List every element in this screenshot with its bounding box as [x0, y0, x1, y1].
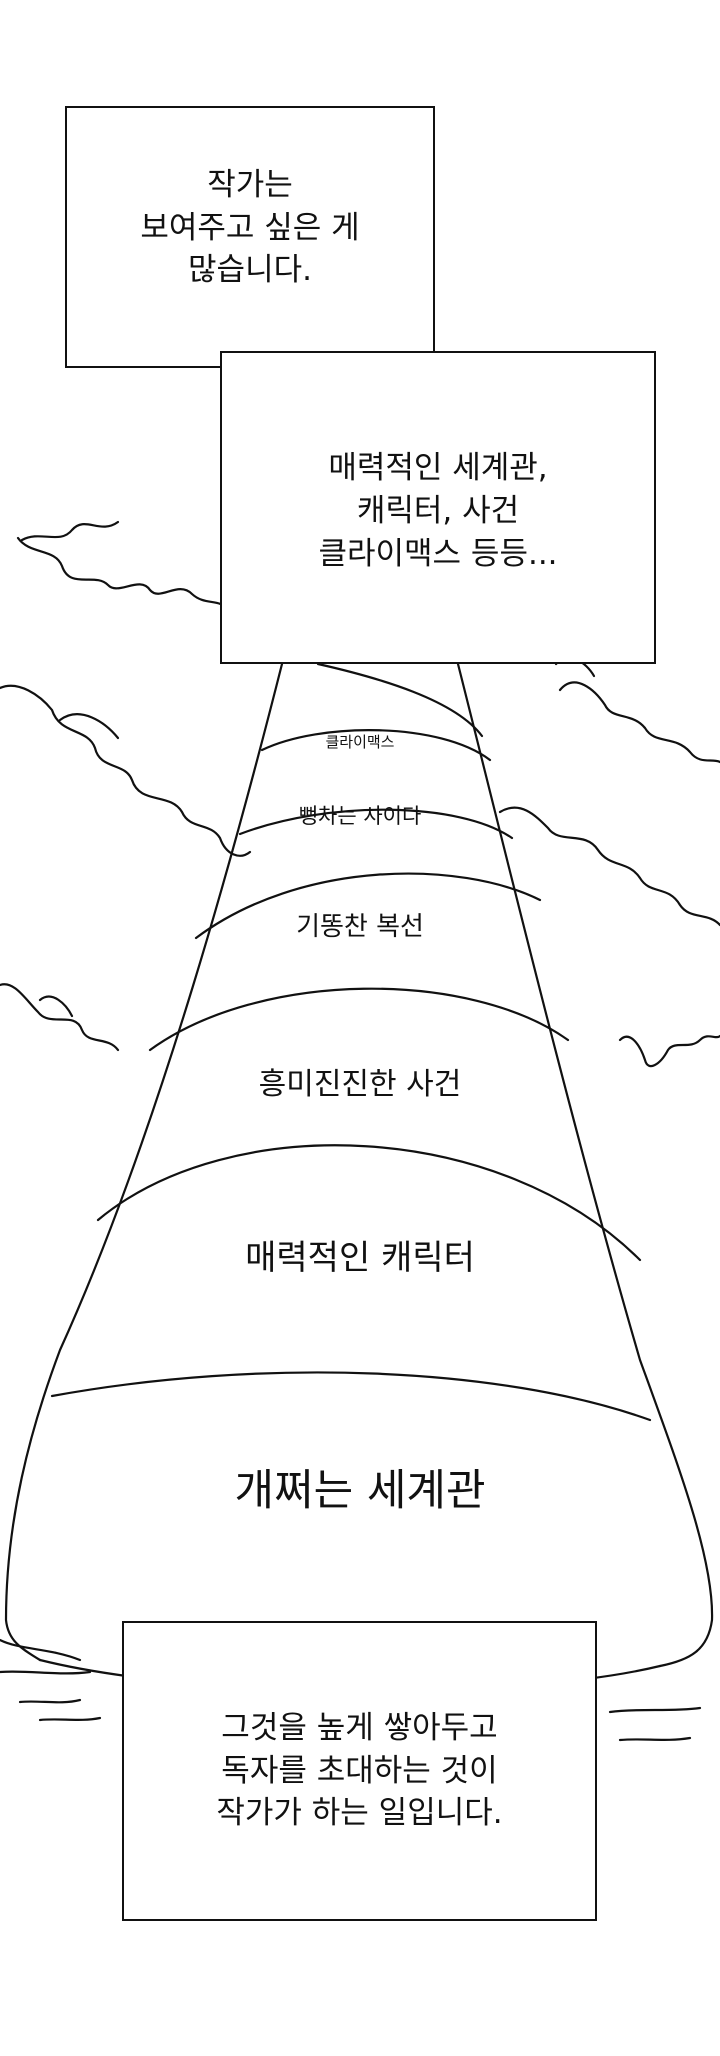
- cloud-right-lower: [618, 1034, 720, 1068]
- tower-left-edge: [4, 662, 284, 1662]
- tier-divider-6: [96, 1144, 642, 1262]
- caption-line: 캐릭터, 사건: [356, 493, 520, 530]
- caption-line: 독자를 초대하는 것이: [221, 1752, 498, 1789]
- tower-right-edge: [456, 662, 714, 1668]
- caption-line: 보여주고 싶은 게: [140, 209, 360, 246]
- cloud-right-upper: [558, 681, 720, 764]
- ground-stroke-left-3: [18, 1698, 82, 1704]
- cloud-left-mid-2: [58, 713, 120, 740]
- caption-line: 매력적인 세계관,: [328, 450, 548, 487]
- caption-line: 클라이맥스 등등...: [318, 535, 558, 572]
- tier-label-characters: 매력적인 캐릭터: [245, 1238, 475, 1278]
- caption-box-bottom: 그것을 높게 쌓아두고 독자를 초대하는 것이 작가가 하는 일입니다.: [122, 1621, 597, 1921]
- caption-box-top-right: 매력적인 세계관, 캐릭터, 사건 클라이맥스 등등...: [220, 351, 656, 664]
- caption-box-join: [222, 353, 433, 367]
- tier-divider-7: [50, 1371, 652, 1422]
- ground-stroke-right-2: [618, 1736, 692, 1742]
- cloud-right-mid: [498, 806, 720, 927]
- ground-stroke-left: [0, 1638, 82, 1662]
- caption-line: 그것을 높게 쌓아두고: [221, 1709, 498, 1746]
- tier-label-payoff: 뻥차는 사이다: [298, 804, 422, 828]
- caption-box-top-left: 작가는 보여주고 싶은 게 많습니다.: [65, 106, 435, 368]
- cloud-left-upper-2: [20, 520, 120, 542]
- tier-label-worldbuilding: 개쩌는 세계관: [234, 1466, 486, 1516]
- ground-stroke-left-4: [38, 1716, 102, 1722]
- ground-stroke-right: [608, 1706, 702, 1714]
- tier-label-events: 흥미진진한 사건: [258, 1067, 462, 1102]
- ground-stroke-left-2: [0, 1670, 92, 1675]
- tier-divider-2: [260, 729, 492, 762]
- caption-line: 작가는: [207, 166, 293, 203]
- cloud-left-mid: [0, 684, 252, 857]
- tier-divider-3: [238, 808, 514, 840]
- cloud-left-upper: [16, 536, 230, 612]
- tier-divider-5: [148, 987, 570, 1052]
- tier-divider-4: [194, 872, 542, 940]
- tier-divider-1: [316, 662, 484, 738]
- cloud-left-lower-2: [38, 995, 74, 1018]
- tier-label-foreshadowing: 기똥찬 복선: [296, 912, 424, 942]
- cloud-left-lower: [0, 983, 120, 1052]
- tier-label-climax: 클라이맥스: [325, 733, 395, 751]
- caption-line: 많습니다.: [188, 252, 312, 289]
- caption-line: 작가가 하는 일입니다.: [216, 1795, 503, 1832]
